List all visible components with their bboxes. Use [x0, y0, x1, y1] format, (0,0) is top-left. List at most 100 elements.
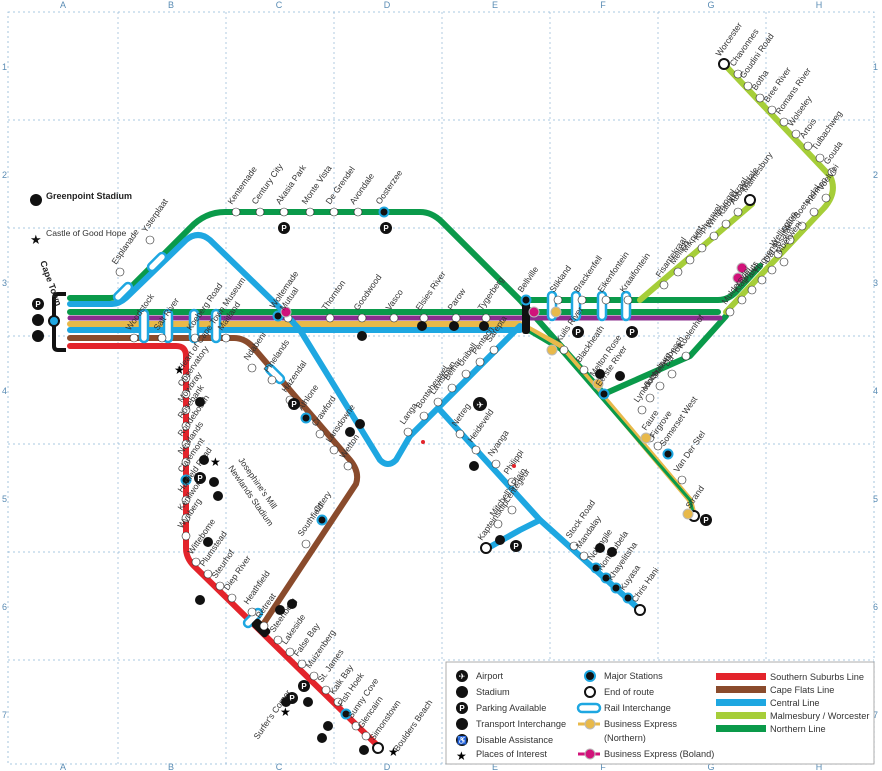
station-marker[interactable]: [181, 373, 191, 383]
station-marker[interactable]: [779, 257, 789, 267]
station-marker[interactable]: [305, 207, 315, 217]
station-marker[interactable]: [747, 285, 757, 295]
station-marker[interactable]: [645, 393, 655, 403]
station-marker[interactable]: [353, 207, 363, 217]
station-marker[interactable]: [190, 333, 200, 343]
station-marker[interactable]: [697, 243, 707, 253]
major-station-marker[interactable]: [598, 388, 610, 400]
station-marker[interactable]: [507, 477, 517, 487]
station-marker[interactable]: [673, 267, 683, 277]
station-marker[interactable]: [389, 313, 399, 323]
station-marker[interactable]: [447, 383, 457, 393]
station-marker[interactable]: [681, 351, 691, 361]
station-marker[interactable]: [569, 541, 579, 551]
station-marker[interactable]: [181, 439, 191, 449]
station-marker[interactable]: [279, 207, 289, 217]
station-marker[interactable]: [733, 69, 743, 79]
station-marker[interactable]: [297, 659, 307, 669]
station-marker[interactable]: [821, 193, 831, 203]
station-marker[interactable]: [791, 129, 801, 139]
station-marker[interactable]: [481, 313, 491, 323]
station-marker[interactable]: [773, 249, 783, 259]
station-marker[interactable]: [329, 207, 339, 217]
station-marker[interactable]: [493, 519, 503, 529]
station-marker[interactable]: [809, 207, 819, 217]
major-station-marker[interactable]: [610, 582, 622, 594]
station-marker[interactable]: [743, 81, 753, 91]
station-marker[interactable]: [255, 207, 265, 217]
station-marker[interactable]: [577, 295, 587, 305]
end-station-marker[interactable]: [372, 742, 384, 754]
station-marker[interactable]: [333, 697, 343, 707]
station-marker[interactable]: [273, 635, 283, 645]
station-marker[interactable]: [115, 267, 125, 277]
station-marker[interactable]: [709, 231, 719, 241]
station-marker[interactable]: [181, 513, 191, 523]
station-marker[interactable]: [767, 265, 777, 275]
station-marker[interactable]: [129, 333, 139, 343]
station-marker[interactable]: [451, 313, 461, 323]
station-marker[interactable]: [623, 295, 633, 305]
station-marker[interactable]: [667, 369, 677, 379]
station-marker[interactable]: [559, 345, 569, 355]
station-marker[interactable]: [231, 207, 241, 217]
station-marker[interactable]: [181, 421, 191, 431]
station-marker[interactable]: [181, 389, 191, 399]
station-marker[interactable]: [247, 607, 257, 617]
station-marker[interactable]: [601, 295, 611, 305]
station-marker[interactable]: [507, 505, 517, 515]
station-marker[interactable]: [653, 441, 663, 451]
station-marker[interactable]: [803, 141, 813, 151]
station-marker[interactable]: [659, 280, 669, 290]
station-marker[interactable]: [259, 621, 269, 631]
end-station-marker[interactable]: [480, 542, 492, 554]
station-marker[interactable]: [315, 429, 325, 439]
end-station-marker[interactable]: [634, 604, 646, 616]
station-marker[interactable]: [785, 235, 795, 245]
station-marker[interactable]: [361, 731, 371, 741]
station-marker[interactable]: [145, 235, 155, 245]
station-marker[interactable]: [191, 557, 201, 567]
station-marker[interactable]: [419, 313, 429, 323]
station-marker[interactable]: [637, 405, 647, 415]
station-marker[interactable]: [579, 551, 589, 561]
station-marker[interactable]: [351, 721, 361, 731]
station-marker[interactable]: [797, 221, 807, 231]
station-marker[interactable]: [301, 539, 311, 549]
station-marker[interactable]: [267, 375, 277, 385]
station-marker[interactable]: [655, 381, 665, 391]
station-marker[interactable]: [471, 445, 481, 455]
station-marker[interactable]: [737, 295, 747, 305]
station-marker[interactable]: [685, 255, 695, 265]
station-marker[interactable]: [475, 357, 485, 367]
station-marker[interactable]: [403, 427, 413, 437]
station-marker[interactable]: [203, 569, 213, 579]
station-marker[interactable]: [725, 307, 735, 317]
major-station-marker[interactable]: [662, 448, 674, 460]
station-marker[interactable]: [221, 333, 231, 343]
station-marker[interactable]: [181, 531, 191, 541]
station-marker[interactable]: [325, 313, 335, 323]
station-marker[interactable]: [827, 167, 837, 177]
station-marker[interactable]: [321, 685, 331, 695]
station-marker[interactable]: [489, 345, 499, 355]
end-station-marker[interactable]: [744, 194, 756, 206]
end-station-marker[interactable]: [718, 58, 730, 70]
station-marker[interactable]: [455, 429, 465, 439]
station-marker[interactable]: [553, 295, 563, 305]
station-marker[interactable]: [579, 365, 589, 375]
station-marker[interactable]: [755, 93, 765, 103]
station-marker[interactable]: [767, 105, 777, 115]
station-marker[interactable]: [433, 397, 443, 407]
major-station-marker[interactable]: [316, 514, 328, 526]
station-marker[interactable]: [181, 405, 191, 415]
station-marker[interactable]: [157, 333, 167, 343]
station-marker[interactable]: [677, 475, 687, 485]
station-marker[interactable]: [247, 363, 257, 373]
major-station-marker[interactable]: [340, 708, 352, 720]
station-marker[interactable]: [721, 219, 731, 229]
major-station-marker[interactable]: [520, 294, 532, 306]
station-marker[interactable]: [343, 461, 353, 471]
station-marker[interactable]: [329, 445, 339, 455]
station-marker[interactable]: [733, 207, 743, 217]
